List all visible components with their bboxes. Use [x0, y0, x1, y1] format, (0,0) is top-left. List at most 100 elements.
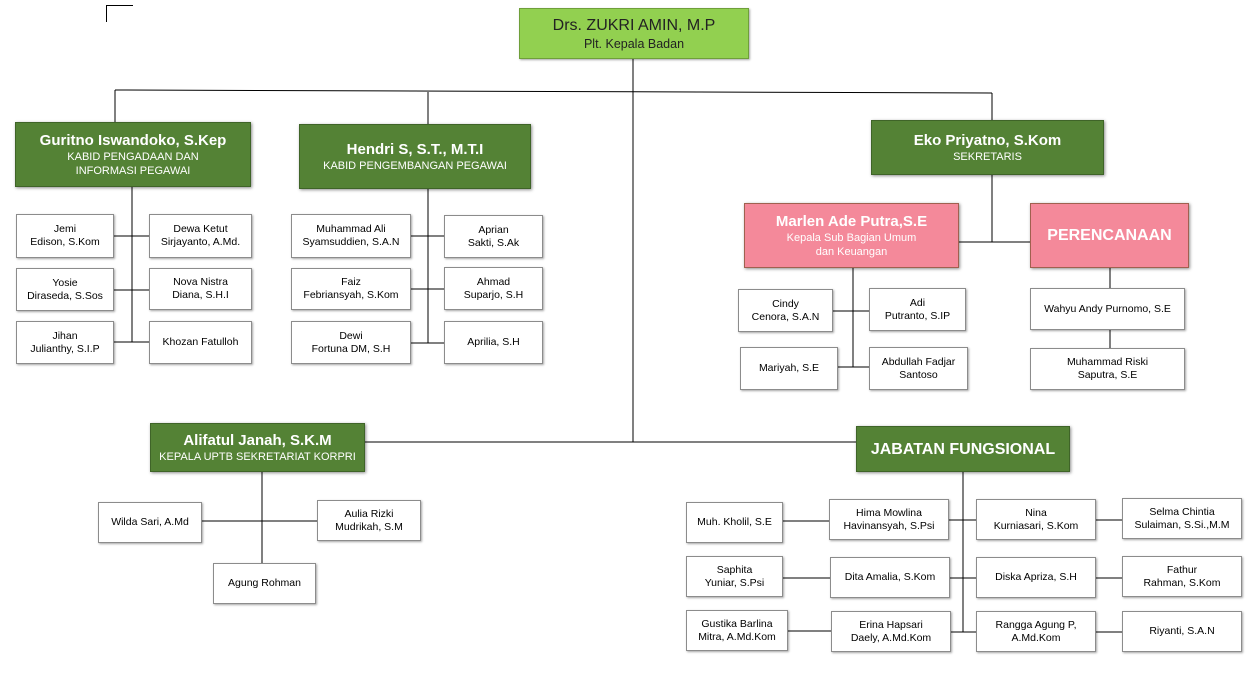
staff-line: Aulia Rizki: [344, 507, 394, 520]
staff-line: Daely, A.Md.Kom: [850, 631, 932, 644]
kabid-pengadaan-role-2: INFORMASI PEGAWAI: [75, 165, 191, 177]
staff-diska[interactable]: Diska Apriza, S.H: [976, 557, 1096, 598]
kabid-pengembangan-role: KABID PENGEMBANGAN PEGAWAI: [323, 160, 507, 172]
staff-line: Riyanti, S.A.N: [1149, 625, 1215, 637]
staff-line: Kurniasari, S.Kom: [993, 519, 1079, 532]
staff-line: Jihan: [52, 329, 78, 342]
corner-mark: [106, 5, 133, 22]
staff-dita[interactable]: Dita Amalia, S.Kom: [830, 557, 950, 598]
kasubag-name: Marlen Ade Putra,S.E: [775, 213, 928, 230]
staff-line: Sakti, S.Ak: [467, 236, 520, 249]
staff-line: Cenora, S.A.N: [751, 310, 820, 323]
staff-line: Edison, S.Kom: [30, 236, 100, 248]
uptb-box[interactable]: Alifatul Janah, S.K.M KEPALA UPTB SEKRET…: [150, 423, 365, 472]
staff-wilda[interactable]: Wilda Sari, A.Md: [98, 502, 202, 543]
staff-aprilia[interactable]: Aprilia, S.H: [444, 321, 543, 364]
staff-line: Muh. Kholil, S.E: [697, 516, 772, 528]
staff-line: Sulaiman, S.Si.,M.M: [1134, 518, 1230, 531]
staff-khozan[interactable]: Khozan Fatulloh: [149, 321, 252, 364]
staff-line: Saputra, S.E: [1077, 369, 1138, 381]
staff-line: Cindy: [772, 297, 799, 310]
head-name: Drs. ZUKRI AMIN, M.P: [552, 16, 716, 34]
staff-line: Suparjo, S.H: [463, 288, 524, 301]
staff-agung[interactable]: Agung Rohman: [213, 563, 316, 604]
perencanaan-box[interactable]: PERENCANAAN: [1030, 203, 1189, 268]
staff-line: Hima Mowlina: [856, 506, 922, 519]
staff-line: Jemi: [53, 223, 77, 235]
staff-line: Yosie: [52, 276, 78, 289]
kabid-pengadaan-role-1: KABID PENGADAAN DAN: [67, 151, 199, 163]
staff-line: Erina Hapsari: [859, 618, 923, 631]
kabid-pengembangan-box[interactable]: Hendri S, S.T., M.T.I KABID PENGEMBANGAN…: [299, 124, 531, 189]
perencanaan-title: PERENCANAAN: [1047, 227, 1172, 244]
kabid-pengadaan-box[interactable]: Guritno Iswandoko, S.Kep KABID PENGADAAN…: [15, 122, 251, 187]
uptb-name: Alifatul Janah, S.K.M: [183, 432, 332, 449]
staff-line: Khozan Fatulloh: [162, 336, 239, 348]
staff-wahyu[interactable]: Wahyu Andy Purnomo, S.E: [1030, 288, 1185, 330]
staff-line: Faiz: [341, 276, 361, 288]
staff-line: Dewa Ketut: [173, 223, 228, 235]
uptb-role: KEPALA UPTB SEKRETARIAT KORPRI: [159, 451, 356, 463]
staff-line: Ahmad: [476, 275, 511, 288]
fungsional-title: JABATAN FUNGSIONAL: [870, 440, 1056, 458]
staff-riyanti[interactable]: Riyanti, S.A.N: [1122, 611, 1242, 652]
staff-line: Julianthy, S.I.P: [30, 342, 100, 355]
staff-line: Muhammad Riski: [1066, 356, 1149, 368]
staff-line: Dita Amalia, S.Kom: [844, 571, 936, 583]
staff-line: Aprian: [478, 223, 509, 236]
kabid-pengadaan-name: Guritno Iswandoko, S.Kep: [39, 132, 227, 149]
staff-line: Saphita: [716, 563, 753, 576]
staff-kholil[interactable]: Muh. Kholil, S.E: [686, 502, 783, 543]
staff-line: Mitra, A.Md.Kom: [698, 630, 776, 643]
fungsional-box[interactable]: JABATAN FUNGSIONAL: [856, 426, 1070, 472]
staff-rangga[interactable]: Rangga Agung P,A.Md.Kom: [976, 611, 1096, 652]
staff-line: Gustika Barlina: [701, 617, 773, 630]
sekretaris-name: Eko Priyatno, S.Kom: [913, 132, 1062, 149]
staff-line: Nova Nistra: [173, 276, 228, 288]
staff-mariyah[interactable]: Mariyah, S.E: [740, 347, 838, 390]
staff-line: Diana, S.H.I: [172, 289, 229, 301]
staff-line: Rahman, S.Kom: [1143, 576, 1221, 589]
staff-line: Abdullah Fadjar: [881, 355, 956, 368]
staff-line: Agung Rohman: [228, 577, 301, 589]
staff-line: Muhammad Ali: [316, 223, 386, 235]
staff-line: Wahyu Andy Purnomo, S.E: [1044, 302, 1171, 315]
staff-line: A.Md.Kom: [1011, 631, 1061, 644]
kasubag-role-2: dan Keuangan: [815, 246, 888, 258]
staff-line: Santoso: [899, 368, 938, 381]
staff-line: Putranto, S.IP: [884, 309, 951, 322]
staff-line: Selma Chintia: [1149, 505, 1215, 518]
staff-line: Wilda Sari, A.Md: [111, 516, 189, 528]
head-role: Plt. Kepala Badan: [583, 36, 685, 51]
staff-line: Mudrikah, S.M: [335, 520, 403, 533]
staff-line: Febriansyah, S.Kom: [303, 289, 399, 301]
head-box[interactable]: Drs. ZUKRI AMIN, M.P Plt. Kepala Badan: [519, 8, 749, 59]
sekretaris-box[interactable]: Eko Priyatno, S.Kom SEKRETARIS: [871, 120, 1104, 175]
staff-line: Adi: [909, 296, 926, 309]
staff-line: Diska Apriza, S.H: [995, 571, 1077, 583]
staff-line: Sirjayanto, A.Md.: [160, 236, 241, 248]
kasubag-box[interactable]: Marlen Ade Putra,S.E Kepala Sub Bagian U…: [744, 203, 959, 268]
